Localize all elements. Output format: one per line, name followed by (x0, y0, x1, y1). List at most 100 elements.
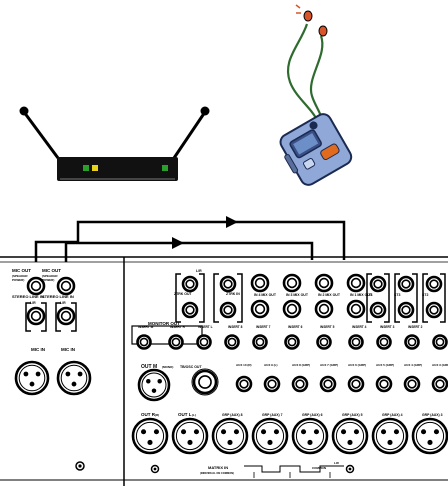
panel-label: INSERT 4 (352, 325, 367, 329)
jack-icon (62, 312, 71, 321)
jack-icon (140, 338, 147, 345)
xlr-pin-icon (221, 429, 226, 434)
jack-icon (224, 280, 232, 288)
panel-label: INSERT 2 (408, 325, 423, 329)
panel-label: INSERT 6 (288, 325, 303, 329)
antenna-right (174, 112, 205, 158)
panel-label: AUX 5 (GRP) (376, 363, 394, 367)
arrow-right-icon (226, 216, 238, 228)
xlr-pin-icon (227, 440, 232, 445)
jack-icon (288, 279, 297, 288)
xlr-pin-icon (261, 429, 266, 434)
xlr-pin-icon (314, 429, 319, 434)
panel-label: AUX 3 (GRP) (432, 363, 448, 367)
earbud-icon (304, 11, 312, 21)
jack-icon (32, 282, 41, 291)
earbud-cable (311, 36, 322, 122)
xlr-pin-icon (141, 429, 146, 434)
xlr-pin-icon (234, 429, 239, 434)
jack-icon (430, 306, 438, 314)
jack-icon (324, 380, 332, 388)
xlr-pin-icon (347, 440, 352, 445)
xlr-icon (19, 365, 45, 391)
xlr-pin-icon (146, 379, 151, 384)
mic-out-label: MIC OUT (42, 268, 61, 273)
xlr-pin-icon (267, 440, 272, 445)
mic-out-sub: POWER) (12, 278, 24, 282)
jack-icon (200, 338, 207, 345)
panel-label: AUX 8 (GRP) (292, 363, 310, 367)
xlr-pin-icon (427, 440, 432, 445)
xlr-pin-icon (341, 429, 346, 434)
jack-icon (320, 305, 329, 314)
xlr-pin-icon (394, 429, 399, 434)
receiver-body (57, 157, 178, 181)
sound-mark (296, 5, 301, 13)
panel-label: GRP (AUX) 7 (262, 413, 283, 417)
jack-icon (402, 306, 410, 314)
receiver-stripe (60, 178, 175, 180)
panel-label: INSERT 8 (228, 325, 243, 329)
antenna-left-tip (20, 107, 29, 116)
jack-icon (288, 305, 297, 314)
jack-icon (199, 376, 211, 388)
matrix-in-bracket (254, 472, 330, 478)
jack-icon (186, 306, 194, 314)
panel-label: AUX 4 (GRP) (404, 363, 422, 367)
jack-icon (228, 338, 235, 345)
panel-label: GRP (AUX) 4 (382, 413, 403, 417)
panel-label: INSERT 3 (380, 325, 395, 329)
panel-label: INSERT R (170, 325, 186, 329)
mix-out-label: IN 2 MIX OUT (318, 293, 341, 297)
panel-label: AUX 9 (L) (264, 363, 278, 367)
out-m-sub: (MONO) (162, 365, 173, 369)
xlr-icon (336, 422, 363, 449)
mic-out-label: MIC OUT (12, 268, 31, 273)
xlr-pin-icon (152, 388, 157, 393)
jack-icon (296, 380, 304, 388)
lr-common-label: L/R (334, 461, 340, 465)
jack-icon (320, 279, 329, 288)
mic-in-label: MIC IN (31, 347, 45, 352)
xlr-pin-icon (387, 440, 392, 445)
xlr-icon (376, 422, 403, 449)
jack-icon (352, 338, 359, 345)
out-l-sub: (L) (192, 413, 196, 417)
panel-label: INSERT 7 (256, 325, 271, 329)
jack-icon (430, 280, 438, 288)
xlr-pin-icon (301, 429, 306, 434)
jack-icon (352, 380, 360, 388)
jack-icon (436, 338, 443, 345)
ztrk-in-label: ZTRK IN (226, 292, 240, 296)
xlr-pin-icon (434, 429, 439, 434)
common-label: COMMON (312, 466, 326, 470)
bodypack-receiver (275, 5, 354, 189)
xlr-pin-icon (66, 372, 71, 377)
xlr-pin-icon (187, 440, 192, 445)
panel-label: AUX 10 (R) (236, 363, 252, 367)
xlr-pin-icon (72, 382, 77, 387)
panel-label: GRP (AUX) 5 (342, 413, 363, 417)
mic-in-label: MIC IN (61, 347, 75, 352)
status-led (162, 165, 168, 171)
xlr-pin-icon (24, 372, 29, 377)
panel-label: GRP (AUX) 6 (302, 413, 323, 417)
matrix-in-sub: (INDIVIDUAL ON COMMON) (200, 471, 234, 475)
lr-label: L/R (196, 269, 202, 273)
xlr-pin-icon (36, 372, 41, 377)
panel-label: INSERT L (198, 325, 213, 329)
xlr-pin-icon (354, 429, 359, 434)
panel-label: AUX 7 (GRP) (320, 363, 338, 367)
xlr-icon (176, 422, 203, 449)
cable-to-in-2 (66, 243, 312, 262)
jack-icon (408, 380, 416, 388)
jack-icon (402, 280, 410, 288)
jack-icon (256, 279, 265, 288)
ztrk-out-label: ZTRK OUT (174, 292, 193, 296)
xlr-icon (136, 422, 163, 449)
xlr-icon (416, 422, 443, 449)
xlr-pin-icon (154, 429, 159, 434)
jack-icon (240, 380, 248, 388)
panel-label: INSERT M (138, 325, 154, 329)
